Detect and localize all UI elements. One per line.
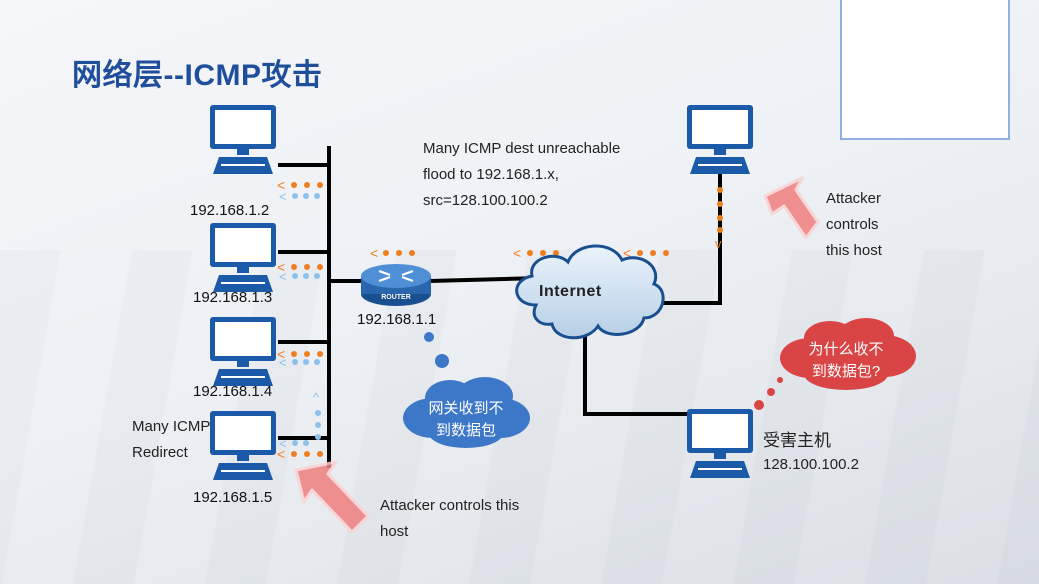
svg-text:<: < xyxy=(279,189,287,204)
svg-text:<: < xyxy=(277,446,285,462)
svg-text:v: v xyxy=(715,236,722,251)
computer-icon-victim xyxy=(684,406,756,478)
gateway-cloud xyxy=(403,377,530,448)
bubble-dot xyxy=(424,332,434,342)
gateway-cloud-line-2: 到数据包 xyxy=(435,422,496,439)
corner-panel xyxy=(840,0,1010,140)
internet-cloud xyxy=(515,244,665,340)
victim-cloud-line-2: 到数据包? xyxy=(811,363,881,380)
bubble-dot xyxy=(767,388,775,396)
redirect-text-line-2: Redirect xyxy=(132,444,188,461)
bubble-dot xyxy=(435,354,449,368)
redirect-text-line-1: Many ICMP xyxy=(132,418,211,435)
svg-text:<: < xyxy=(279,355,287,370)
computer-icon-attacker xyxy=(684,102,756,174)
svg-text:<: < xyxy=(277,177,285,193)
flood-arrows-orange: < < < < < < < v xyxy=(277,177,723,462)
victim-ip: 128.100.100.2 xyxy=(763,456,859,473)
svg-text:<: < xyxy=(370,245,378,261)
svg-text:<: < xyxy=(279,436,287,451)
flood-text-line-3: src=128.100.100.2 xyxy=(423,192,548,209)
attacker-right-line-2: controls xyxy=(826,216,879,233)
gateway-cloud-line-1: 网关收到不 xyxy=(428,400,504,417)
page-title: 网络层--ICMP攻击 xyxy=(72,59,323,92)
svg-text:<: < xyxy=(277,259,285,275)
computer-icon-host-3 xyxy=(207,314,279,386)
attacker-arrow-bottom xyxy=(294,460,370,534)
svg-text:<: < xyxy=(623,245,631,261)
host-ip-4: 192.168.1.5 xyxy=(193,489,273,506)
router-label: ROUTER xyxy=(381,294,411,301)
host-ip-1: 192.168.1.2 xyxy=(190,202,270,219)
flood-text-line-1: Many ICMP dest unreachable xyxy=(423,140,621,157)
internet-label: Internet xyxy=(539,283,602,300)
attacker-arrow-right xyxy=(763,176,820,240)
redirect-arrows-blue: < < < < ^ xyxy=(279,189,321,451)
computer-icon-host-1 xyxy=(207,102,279,174)
svg-text:<: < xyxy=(277,346,285,362)
bubble-dot xyxy=(754,400,764,410)
attacker-right-line-1: Attacker xyxy=(826,190,882,207)
computer-icon-host-4 xyxy=(207,408,279,480)
attacker-bottom-line-2: host xyxy=(380,523,409,540)
computer-icon-host-2 xyxy=(207,220,279,292)
host-ip-2: 192.168.1.3 xyxy=(193,289,273,306)
router-icon: ROUTER xyxy=(359,262,433,313)
svg-text:^: ^ xyxy=(313,390,320,405)
host-ip-3: 192.168.1.4 xyxy=(193,383,273,400)
bubble-dot xyxy=(777,377,783,383)
victim-cloud-line-1: 为什么收不 xyxy=(808,341,884,358)
attacker-bottom-line-1: Attacker controls this xyxy=(380,497,520,514)
router-ip: 192.168.1.1 xyxy=(357,311,437,328)
victim-cloud xyxy=(780,318,916,390)
flood-text-line-2: flood to 192.168.1.x, xyxy=(423,166,559,183)
victim-name: 受害主机 xyxy=(763,431,831,450)
svg-text:<: < xyxy=(513,245,521,261)
svg-text:<: < xyxy=(279,269,287,284)
attacker-right-line-3: this host xyxy=(826,242,882,259)
